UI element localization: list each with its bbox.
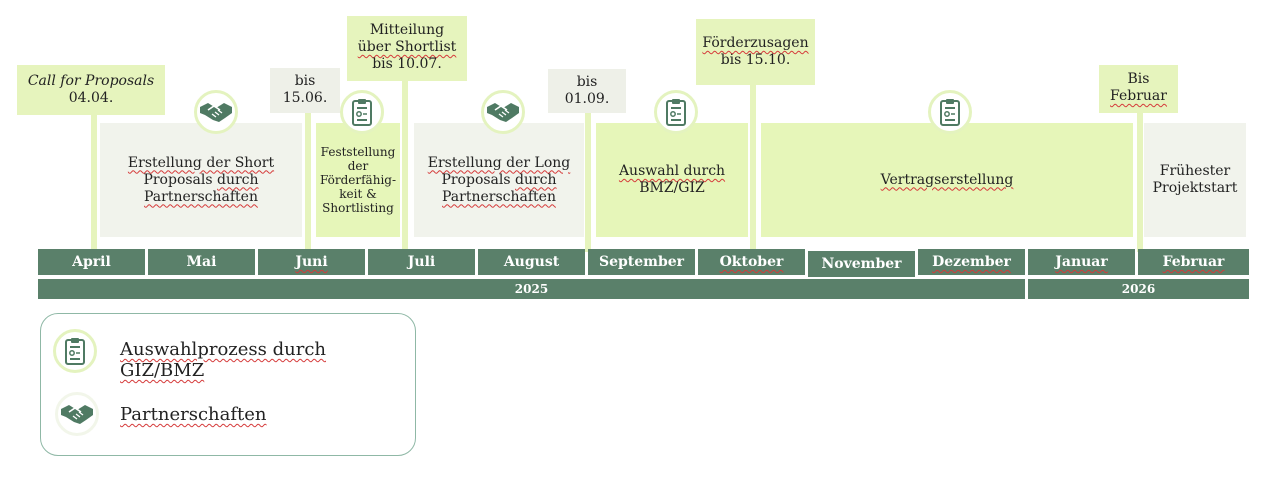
month-september: September — [588, 249, 695, 275]
clipboard-icon — [654, 90, 698, 134]
callout-call-for-proposals: Call for Proposals 04.04. — [17, 65, 165, 115]
legend-label-partnerschaften: Partnerschaften — [120, 404, 267, 425]
callout-bis-juni: bis 15.06. — [270, 68, 340, 113]
phase-vertragserstellung: Vertragserstellung — [761, 123, 1133, 237]
month-august: August — [478, 249, 585, 275]
month-april: April — [38, 249, 145, 275]
phase-auswahl: Auswahl durch BMZ/GIZ — [596, 123, 748, 237]
year-2025: 2025 — [38, 279, 1025, 299]
connector-line-feb — [1137, 110, 1143, 252]
month-november: November — [808, 251, 915, 277]
month-juli: Juli — [368, 249, 475, 275]
phase-short-proposals: Erstellung der Short Proposals durch Par… — [100, 123, 302, 237]
connector-line-oktober — [750, 80, 756, 252]
legend-label-auswahlprozess: Auswahlprozess durch GIZ/BMZ — [120, 339, 327, 381]
month-januar: Januar — [1028, 249, 1135, 275]
handshake-icon — [55, 392, 99, 436]
month-februar: Februar — [1138, 249, 1249, 275]
callout-bis-februar: Bis Februar — [1099, 65, 1178, 113]
year-2026: 2026 — [1028, 279, 1249, 299]
clipboard-icon — [53, 329, 97, 373]
handshake-icon — [194, 90, 238, 134]
connector-line-call — [91, 110, 97, 252]
callout-foerderzusagen: Förderzusagen bis 15.10. — [696, 19, 815, 85]
month-juni: Juni — [258, 249, 365, 275]
connector-line-juni — [305, 110, 311, 252]
month-oktober: Oktober — [698, 249, 805, 275]
clipboard-icon — [928, 90, 972, 134]
phase-projektstart: Frühester Projektstart — [1144, 123, 1246, 237]
month-mai: Mai — [148, 249, 255, 275]
month-dezember: Dezember — [918, 249, 1025, 275]
connector-line-sep — [585, 110, 591, 252]
callout-mitteilung-shortlist: Mitteilung über Shortlist bis 10.07. — [347, 16, 467, 81]
clipboard-icon — [340, 90, 384, 134]
phase-feststellung: Feststellung der Förderfähig- keit & Sho… — [316, 123, 400, 237]
callout-bis-september: bis 01.09. — [548, 69, 626, 113]
legend-box: Auswahlprozess durch GIZ/BMZ Partnerscha… — [40, 313, 416, 456]
connector-line-mitteilung — [402, 78, 408, 252]
phase-long-proposals: Erstellung der Long Proposals durch Part… — [414, 123, 584, 237]
handshake-icon — [481, 90, 525, 134]
